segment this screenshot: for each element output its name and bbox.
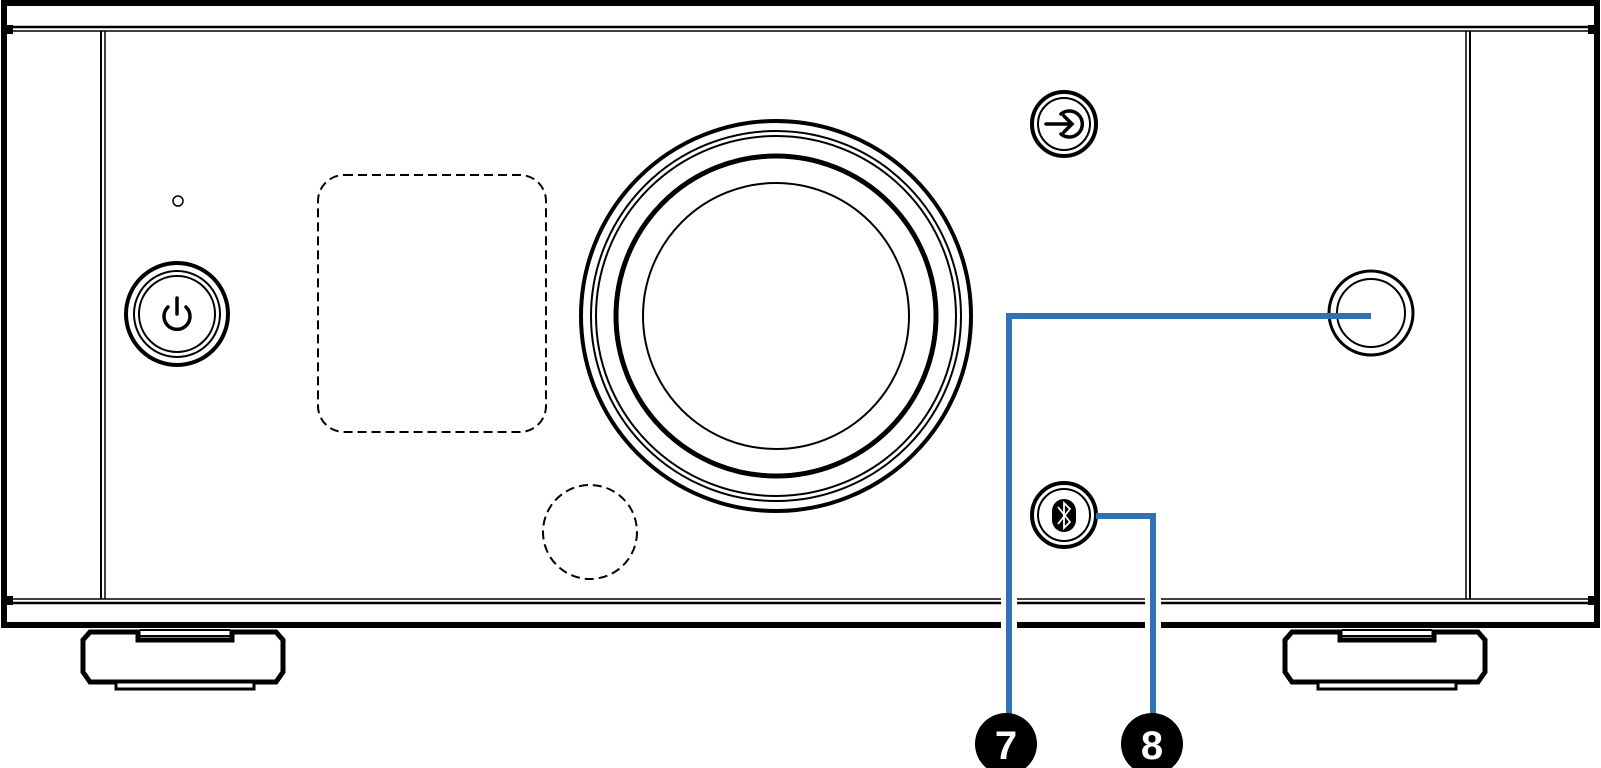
callout-8-label: 8 <box>1141 724 1163 768</box>
right-foot <box>1282 629 1488 691</box>
input-source-icon <box>1044 109 1085 139</box>
callout-7-label: 7 <box>995 724 1017 768</box>
power-indicator-led <box>172 195 184 207</box>
callout-7: 7 <box>975 713 1037 768</box>
callout-8: 8 <box>1121 713 1183 768</box>
chassis-outline <box>1 0 1600 628</box>
display-window <box>317 174 547 433</box>
input-source-button[interactable] <box>1030 90 1098 158</box>
power-button[interactable] <box>124 261 230 367</box>
corner-nubs <box>2 25 1599 605</box>
left-foot <box>80 629 286 691</box>
callout-7-leader-line <box>1006 313 1371 740</box>
remote-sensor <box>542 484 638 580</box>
volume-knob[interactable] <box>579 119 973 513</box>
callout-8-leader-line <box>1096 513 1156 740</box>
power-icon <box>162 296 192 332</box>
bluetooth-button[interactable] <box>1030 481 1098 549</box>
